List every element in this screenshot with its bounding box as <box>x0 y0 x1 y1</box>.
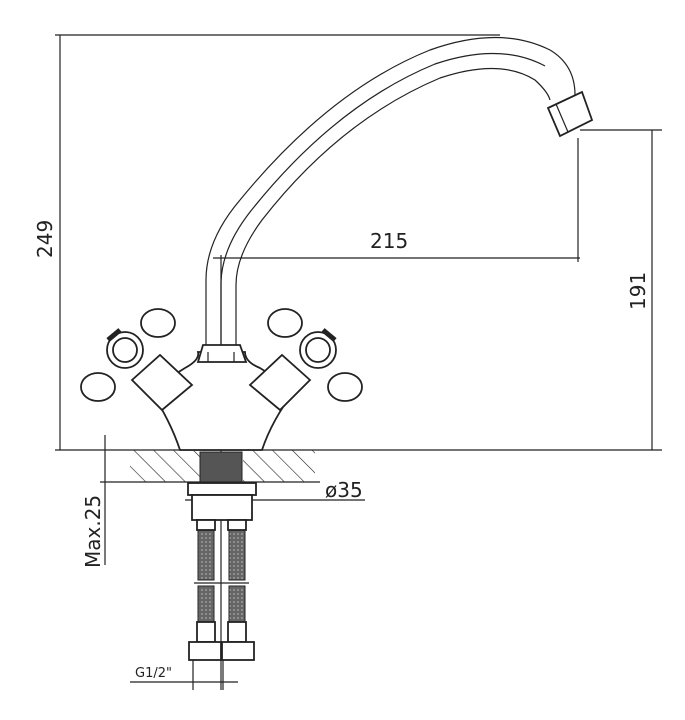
aerator <box>546 90 594 138</box>
dim-thread: G1/2" <box>135 666 172 681</box>
spout <box>205 36 594 345</box>
countertop-section <box>130 450 315 483</box>
faucet-body <box>80 308 363 451</box>
dim-height-total: 249 <box>33 220 57 258</box>
mounting-nut-and-hoses <box>187 482 257 661</box>
dim-max-thickness: Max.25 <box>81 495 105 568</box>
mounting-stud <box>199 451 243 483</box>
dim-spout-reach: 215 <box>370 229 408 253</box>
dim-spout-height: 191 <box>626 272 650 310</box>
dimension-lines <box>55 34 662 690</box>
dim-hole-diameter: ø35 <box>325 478 363 502</box>
